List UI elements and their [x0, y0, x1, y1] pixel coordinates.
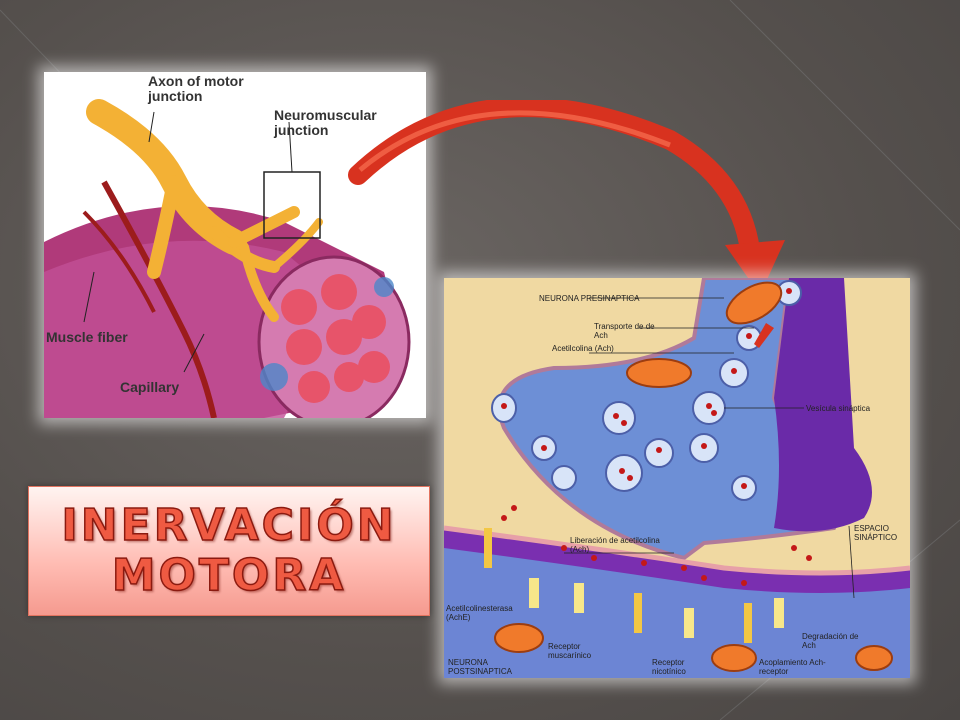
title-line-2: MOTORA — [111, 550, 347, 602]
label-ach: Acetilcolina (Ach) — [552, 344, 614, 353]
label-coupling: Acoplamiento Ach-receptor — [759, 658, 826, 676]
label-postsynaptic: NEURONA POSTSINAPTICA — [448, 658, 513, 676]
label-cleft: ESPACIO SINÁPTICO — [854, 524, 898, 542]
label-ache: Acetilcolinesterasa (AchE) — [446, 604, 513, 622]
label-vesicle: Vesícula sináptica — [806, 404, 871, 413]
label-neuromuscular-junction: Neuromuscular junction — [274, 107, 377, 138]
title-box: INERVACIÓN MOTORA — [28, 486, 430, 616]
label-degradation: Degradación de Ach — [802, 632, 859, 650]
label-capillary: Capillary — [120, 379, 180, 395]
label-release: Liberación de acetilcolina (Ach) — [570, 536, 660, 554]
muscle-fiber-figure: Axon of motor junction Neuromuscular jun… — [44, 72, 426, 418]
label-nicotinic: Receptor nicotínico — [652, 658, 686, 676]
label-presynaptic: NEURONA PRESINAPTICA — [539, 294, 640, 303]
synapse-illustration — [444, 278, 910, 678]
curved-arrow-icon — [348, 100, 785, 295]
label-muscle-fiber: Muscle fiber — [46, 329, 128, 345]
label-axon: Axon of motor junction — [148, 73, 244, 104]
label-muscarinic: Receptor muscarínico — [548, 642, 592, 660]
muscle-fiber-illustration — [44, 99, 411, 418]
synapse-figure: NEURONA PRESINAPTICA Transporte de de Ac… — [444, 278, 910, 678]
title-line-1: INERVACIÓN — [61, 500, 397, 552]
label-transport: Transporte de de Ach — [594, 322, 655, 340]
